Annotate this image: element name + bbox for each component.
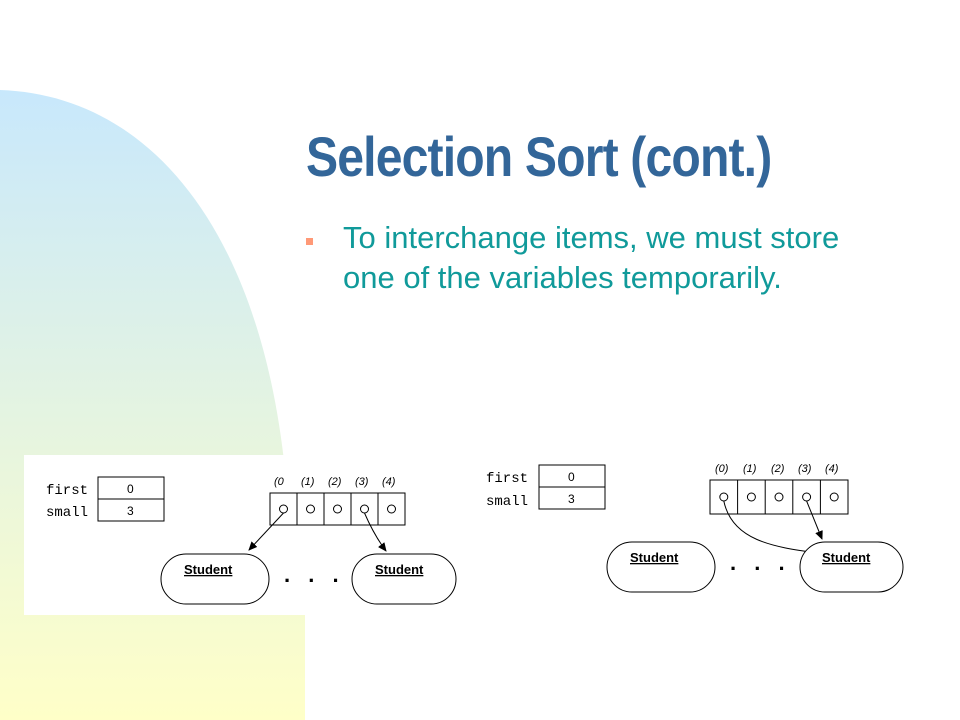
var-first-label: first (486, 471, 528, 487)
array-index-4: (4) (825, 463, 839, 475)
array-index-0: (0) (715, 463, 729, 475)
array-index-0: (0 (274, 476, 285, 488)
student-node-left (160, 553, 270, 605)
array-index-2: (2) (328, 476, 342, 488)
var-small-label: small (486, 494, 528, 510)
student-node-left-label: Student (184, 562, 233, 577)
var-small-box (538, 486, 606, 510)
array-cells (709, 479, 849, 515)
slide-title: Selection Sort (cont.) (306, 125, 772, 188)
student-node-left (606, 541, 716, 593)
array-cells (269, 492, 406, 526)
var-small-value: 3 (568, 492, 575, 506)
background-gradient-shape (0, 90, 305, 720)
array-index-2: (2) (771, 463, 785, 475)
var-first-label: first (46, 483, 88, 499)
ellipsis: . . . (284, 562, 345, 587)
pointer-arrow-0 (248, 512, 284, 551)
var-small-label: small (46, 505, 88, 521)
pointer-arrow-3 (364, 512, 387, 552)
diagram-after-swap: first small 0 3 (0) (1) (2) (3) (4) Stud… (486, 463, 904, 593)
var-first-value: 0 (127, 482, 134, 496)
array-index-4: (4) (382, 476, 396, 488)
var-small-value: 3 (127, 504, 134, 518)
ellipsis: . . . (730, 550, 791, 575)
array-index-1: (1) (743, 463, 757, 475)
student-node-right (351, 553, 457, 605)
array-index-3: (3) (355, 476, 369, 488)
bullet-point: To interchange items, we must store one … (306, 218, 866, 298)
diagram-before-swap: first small 0 3 (0 (1) (2) (3) (4) Stude… (24, 455, 479, 615)
var-first-value: 0 (568, 470, 575, 484)
student-node-left-label: Student (630, 550, 679, 565)
student-node-right-label: Student (822, 550, 871, 565)
student-node-right-label: Student (375, 562, 424, 577)
bullet-square-icon (306, 238, 313, 245)
array-index-3: (3) (798, 463, 812, 475)
pointer-arrow-3 (806, 500, 823, 540)
array-index-1: (1) (301, 476, 315, 488)
pointer-arrow-0 (723, 500, 819, 556)
var-small-box (97, 498, 165, 522)
bullet-text: To interchange items, we must store one … (343, 220, 840, 295)
student-node-right (799, 541, 904, 593)
